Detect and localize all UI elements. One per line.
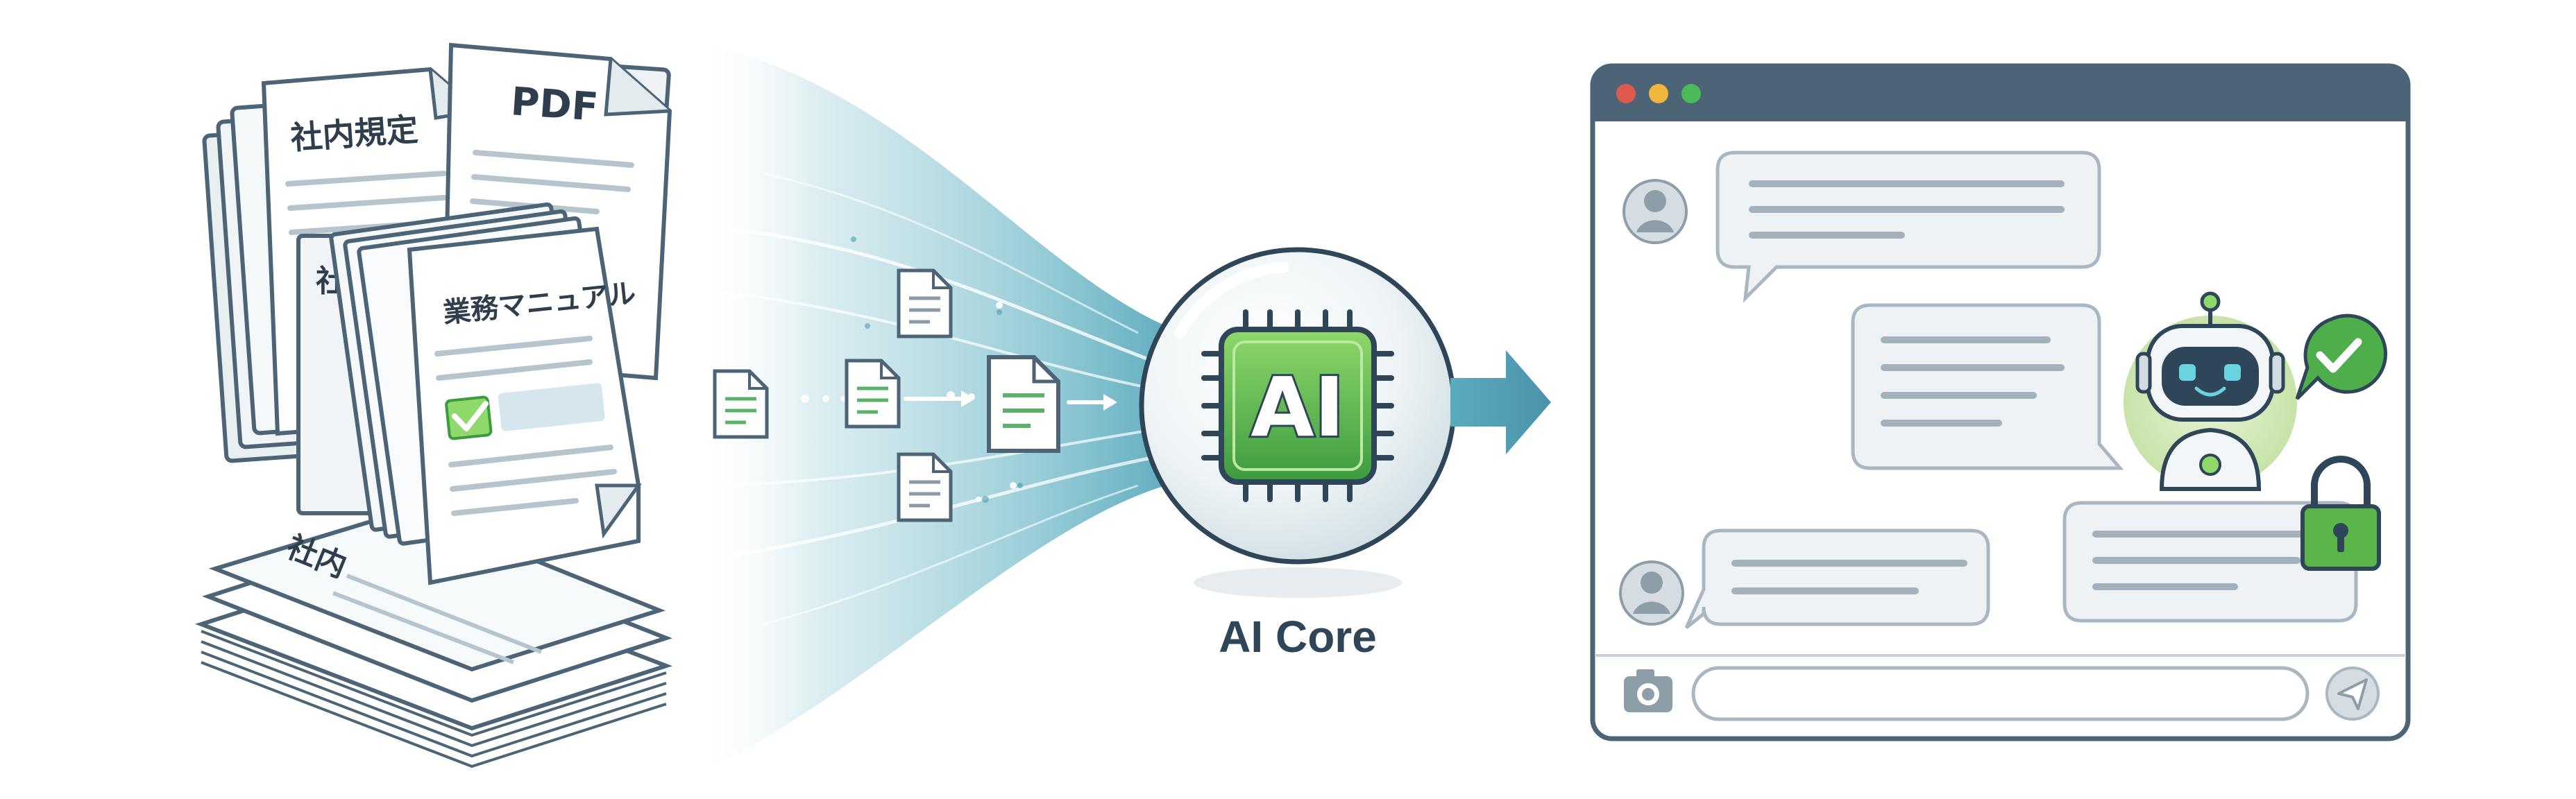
camera-button[interactable] bbox=[1624, 669, 1672, 712]
send-button[interactable] bbox=[2325, 667, 2380, 721]
lock-icon bbox=[2300, 456, 2381, 571]
output-arrow-icon bbox=[1450, 350, 1551, 454]
document-stack: 社内 社内規定 PDF bbox=[194, 42, 673, 768]
user-message-2 bbox=[1619, 529, 1990, 629]
window-titlebar bbox=[1593, 66, 2408, 121]
small-doc-icon bbox=[897, 452, 953, 522]
data-flow-stream bbox=[694, 42, 1166, 777]
large-doc-icon bbox=[987, 355, 1060, 453]
ai-chip-label: AI bbox=[1251, 359, 1344, 455]
user-avatar-icon bbox=[1622, 179, 1688, 244]
ai-chip-icon: AI bbox=[1201, 309, 1394, 502]
small-doc-icon bbox=[845, 359, 901, 429]
maximize-window-button[interactable] bbox=[1681, 84, 1701, 103]
ai-core: AI AI Core bbox=[1139, 247, 1457, 662]
chat-window bbox=[1590, 63, 2411, 741]
minimize-window-button[interactable] bbox=[1649, 84, 1668, 103]
check-badge-icon bbox=[2295, 313, 2388, 400]
doc-fragment-icons bbox=[713, 268, 1117, 522]
rules-title: 社内規定 bbox=[289, 110, 419, 157]
small-doc-icon bbox=[713, 369, 769, 439]
user-message-1 bbox=[1622, 151, 2101, 303]
ai-core-caption: AI Core bbox=[1219, 612, 1377, 662]
bot-message-2 bbox=[2062, 501, 2358, 623]
close-window-button[interactable] bbox=[1616, 84, 1636, 103]
user-avatar-icon bbox=[1619, 560, 1684, 626]
bot-message-1 bbox=[1851, 303, 2124, 470]
paper-pile: 社内 bbox=[194, 507, 673, 768]
pdf-title: PDF bbox=[509, 79, 600, 130]
small-doc-icon bbox=[897, 268, 953, 338]
manual-document: 業務マニュアル bbox=[407, 226, 642, 585]
message-input[interactable] bbox=[1691, 666, 2310, 721]
robot-avatar-icon bbox=[2124, 291, 2297, 491]
